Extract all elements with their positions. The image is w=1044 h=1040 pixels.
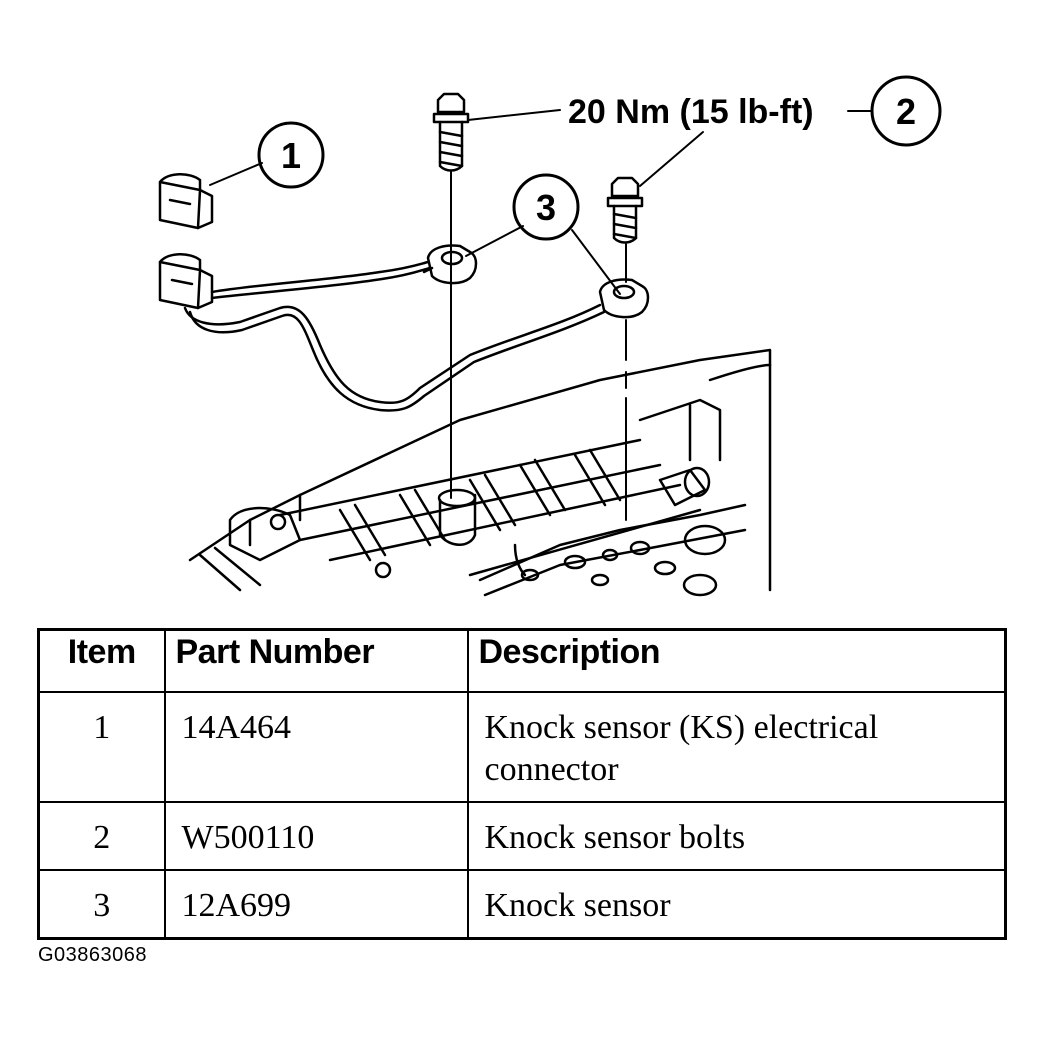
table-row: 2 W500110 Knock sensor bolts [37, 801, 1007, 871]
cell-description: Knock sensor (KS) electrical connector [466, 691, 1007, 803]
wiring-harness-drawing [183, 260, 606, 412]
header-item: Item [37, 628, 166, 693]
harness-connector-drawing [158, 253, 214, 310]
cell-description: Knock sensor [466, 869, 1007, 940]
knock-sensor-right-drawing [598, 278, 650, 319]
callout-circle-2 [870, 75, 942, 147]
table-row: 1 14A464 Knock sensor (KS) electrical co… [37, 691, 1007, 803]
header-part-number: Part Number [163, 628, 469, 693]
header-description: Description [466, 628, 1007, 693]
cell-part-number: 14A464 [163, 691, 469, 803]
torque-spec-label: 20 Nm (15 lb-ft) [568, 93, 814, 131]
bolt-right-drawing [606, 176, 644, 521]
cell-item: 1 [37, 691, 166, 803]
callout-label-3: 3 [536, 187, 556, 228]
callout-circle-3 [512, 173, 580, 241]
engine-block-drawing [188, 348, 772, 597]
parts-table: Item Part Number Description 1 14A464 Kn… [37, 628, 1007, 940]
cell-item: 2 [37, 801, 166, 871]
callout-label-1: 1 [281, 135, 301, 176]
cell-part-number: 12A699 [163, 869, 469, 940]
callout-circle-1 [257, 121, 325, 189]
table-header-row: Item Part Number Description [37, 628, 1007, 693]
callout-label-2: 2 [896, 91, 916, 132]
table-row: 3 12A699 Knock sensor [37, 869, 1007, 940]
cell-part-number: W500110 [163, 801, 469, 871]
cell-description: Knock sensor bolts [466, 801, 1007, 871]
cell-item: 3 [37, 869, 166, 940]
knock-sensor-illustration: 1 2 3 20 Nm (15 lb-ft) [158, 75, 942, 597]
figure-id: G03863068 [38, 944, 148, 966]
leader-lines [209, 109, 873, 295]
electrical-connector-drawing [158, 173, 214, 230]
bolt-left-drawing [432, 92, 470, 499]
